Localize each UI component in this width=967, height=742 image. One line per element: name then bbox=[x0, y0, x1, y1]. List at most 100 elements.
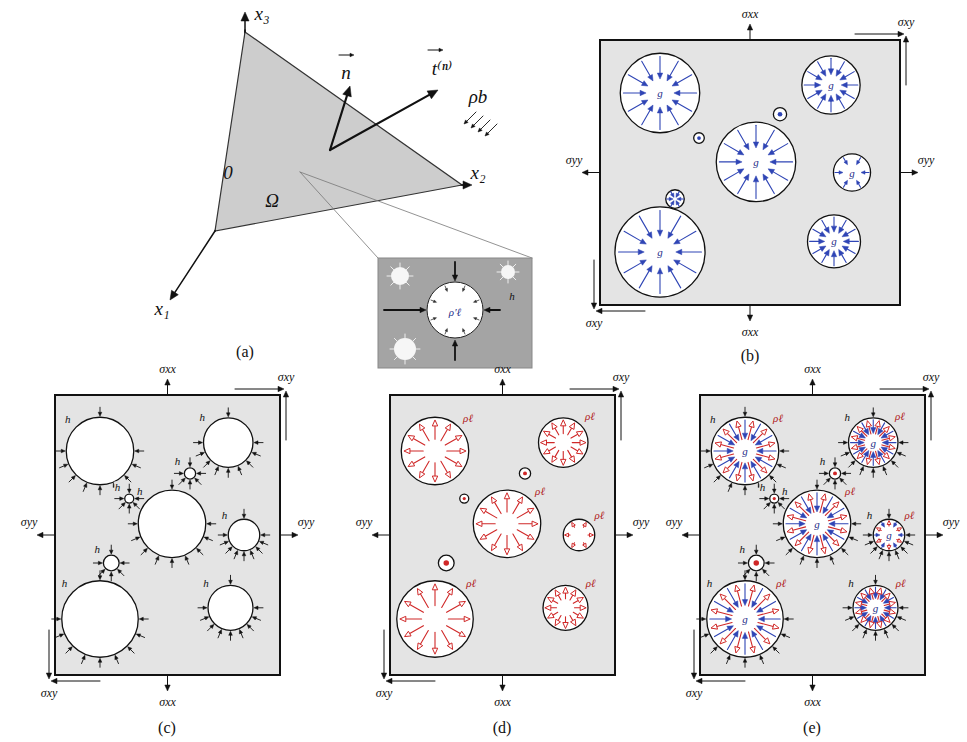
surface-arrow-head bbox=[842, 472, 846, 476]
surface-arrow bbox=[745, 407, 746, 412]
pore-dot bbox=[523, 471, 527, 475]
liquid-pressure-arrow bbox=[568, 450, 572, 457]
surface-arrow-head bbox=[98, 486, 102, 490]
liquid-pressure-arrow-head bbox=[768, 442, 774, 447]
surface-arrow-head bbox=[125, 476, 129, 480]
body-force-arrow bbox=[481, 120, 490, 129]
surface-arrow-head bbox=[871, 468, 875, 472]
surface-arrow-head bbox=[743, 412, 747, 416]
surface-arrow-head bbox=[132, 464, 136, 467]
pressure-arrow bbox=[464, 331, 465, 334]
surface-arrow-head bbox=[709, 464, 713, 467]
stress-arrow-head bbox=[810, 685, 815, 691]
body-force-arrow bbox=[467, 112, 476, 121]
shear-arrow-head bbox=[596, 308, 602, 313]
surface-arrow bbox=[781, 505, 785, 509]
math-label: ρℓ bbox=[772, 412, 784, 423]
stress-arrow-head bbox=[627, 532, 633, 537]
surface-arrow-head bbox=[895, 550, 898, 554]
liquid-pressure-arrow-head bbox=[876, 539, 880, 543]
h-arrow-head bbox=[452, 340, 457, 346]
surface-arrow bbox=[220, 543, 225, 545]
shear-arrow bbox=[49, 630, 50, 673]
pore bbox=[138, 490, 206, 558]
pore-spike bbox=[413, 338, 416, 341]
axis bbox=[244, 21, 246, 32]
math-label: h bbox=[64, 413, 72, 424]
gas-pressure-arrow bbox=[818, 99, 823, 108]
math-label: h bbox=[819, 455, 827, 466]
gas-pressure-arrow bbox=[671, 271, 681, 288]
gas-pressure-arrow bbox=[810, 241, 819, 242]
liquid-pressure-arrow bbox=[737, 632, 741, 647]
liquid-pressure-arrow bbox=[565, 593, 566, 599]
math-label: ρℓ bbox=[534, 485, 546, 496]
surface-arrow-head bbox=[121, 502, 125, 506]
pressure-arrow-head bbox=[463, 288, 465, 291]
surface-arrow-head bbox=[98, 412, 102, 416]
liquid-pressure-arrow bbox=[570, 595, 573, 600]
liquid-pressure-arrow-head bbox=[583, 543, 587, 547]
stress-label: σyy bbox=[943, 516, 960, 528]
surface-arrow bbox=[910, 535, 915, 536]
liquid-pressure-arrow-head bbox=[761, 429, 767, 435]
gas-pressure-arrow-head bbox=[672, 100, 679, 105]
gas-pressure-arrow-head bbox=[894, 523, 898, 527]
gas-pressure-arrow-head bbox=[733, 631, 738, 638]
shear-arrow bbox=[235, 389, 278, 390]
gas-pressure-arrow-head bbox=[829, 521, 835, 526]
surface-arrow bbox=[204, 464, 208, 468]
gas-pressure-arrow-head bbox=[674, 239, 681, 244]
math-label: Ω bbox=[265, 191, 279, 210]
shear-arrow bbox=[594, 260, 595, 303]
pressure-arrow-head bbox=[433, 300, 436, 302]
surface-arrow bbox=[228, 408, 229, 413]
liquid-pressure-arrow-head bbox=[544, 431, 551, 436]
liquid-pressure-arrow-head bbox=[736, 421, 741, 427]
gas-pressure-arrow bbox=[744, 638, 745, 654]
stress-arrow bbox=[901, 172, 912, 173]
gas-pressure-arrow-head bbox=[757, 626, 764, 631]
liquid-pressure-arrow bbox=[422, 429, 429, 440]
gas-pressure-arrow-head bbox=[831, 251, 836, 257]
liquid-pressure-arrow bbox=[717, 622, 732, 626]
gas-pressure-arrow bbox=[858, 597, 863, 600]
surface-arrow bbox=[781, 466, 786, 468]
liquid-pressure-arrow-head bbox=[576, 431, 583, 436]
math-label: ρℓ bbox=[844, 485, 856, 496]
liquid-pressure-arrow-head bbox=[787, 528, 793, 533]
math-label: ρℓ bbox=[903, 509, 915, 520]
liquid-pressure-arrow-head bbox=[723, 429, 729, 435]
gas-pressure-arrow-head bbox=[814, 506, 819, 512]
surface-arrow-head bbox=[784, 617, 788, 621]
h-arrow bbox=[384, 309, 420, 311]
gas-pressure-arrow-head bbox=[668, 232, 673, 239]
liquid-pressure-arrow bbox=[865, 597, 869, 601]
surface-arrow bbox=[776, 650, 780, 654]
math-label: g bbox=[872, 602, 880, 613]
pore bbox=[853, 585, 898, 630]
liquid-pressure-arrow bbox=[754, 598, 765, 609]
liquid-pressure-arrow-head bbox=[866, 421, 871, 427]
gas-pressure-arrow bbox=[847, 229, 855, 234]
liquid-pressure-arrow-head bbox=[772, 609, 778, 614]
stress-arrow-head bbox=[500, 379, 505, 385]
leader-line bbox=[300, 172, 532, 258]
gas-pressure-arrow-head bbox=[674, 90, 680, 95]
liquid-pressure-arrow-head bbox=[572, 543, 576, 547]
liquid-pressure-arrow-head bbox=[545, 605, 551, 610]
liquid-pressure-arrow bbox=[880, 449, 885, 454]
surface-arrow-head bbox=[197, 472, 201, 476]
liquid-pressure-arrow-head bbox=[527, 508, 534, 513]
surface-arrow-head bbox=[781, 634, 785, 637]
body-force-arrow-head bbox=[478, 128, 482, 132]
surface-arrow bbox=[265, 535, 270, 536]
liquid-pressure-arrow-head bbox=[459, 601, 466, 606]
gas-pressure-arrow bbox=[835, 172, 839, 173]
pressure-arrow bbox=[431, 319, 434, 320]
liquid-pressure-arrow bbox=[721, 454, 734, 457]
stress-arrow bbox=[502, 676, 503, 685]
liquid-pressure-arrow bbox=[748, 462, 751, 475]
stress-label: σxy bbox=[898, 16, 915, 28]
surface-arrow bbox=[155, 560, 157, 565]
